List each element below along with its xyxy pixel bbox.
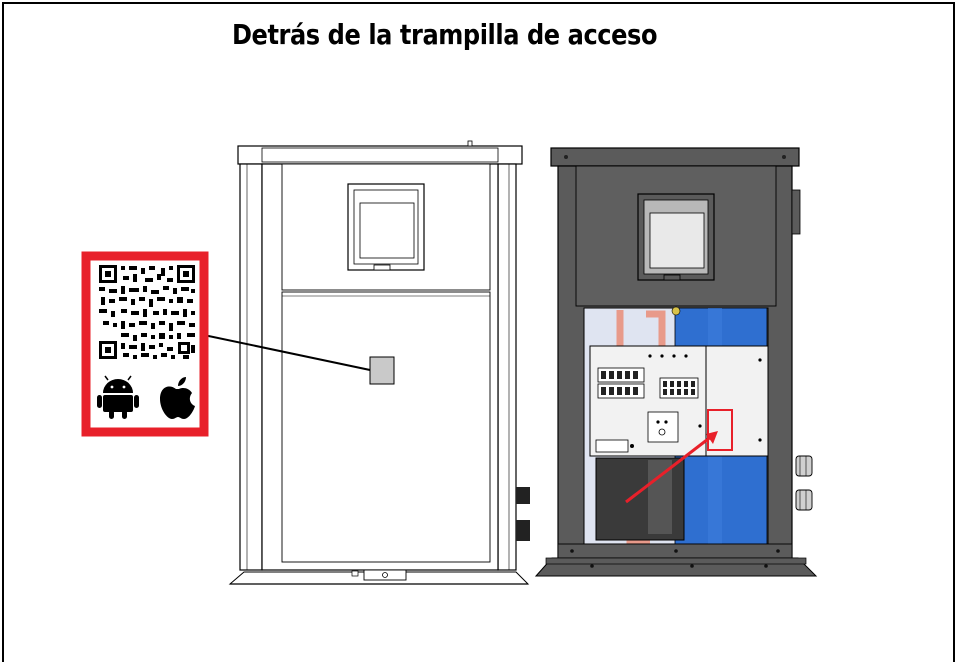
android-icon: [97, 375, 139, 419]
page-title: Detrás de la trampilla de acceso: [232, 18, 658, 51]
qr-code-icon: [98, 264, 196, 360]
unit-interior-open: [534, 147, 818, 577]
apple-icon: [160, 377, 195, 419]
display-window: [347, 183, 425, 271]
qr-callout: [81, 251, 209, 437]
pointer-arrow: [625, 431, 718, 504]
callout-line: [198, 333, 371, 371]
control-board: [589, 345, 769, 457]
cable-gland: [795, 455, 813, 511]
qr-sticker-location: [369, 356, 395, 385]
display-window-interior: [637, 193, 715, 281]
qr-sticker-highlight: [707, 409, 733, 451]
unit-front-closed: [228, 140, 530, 585]
